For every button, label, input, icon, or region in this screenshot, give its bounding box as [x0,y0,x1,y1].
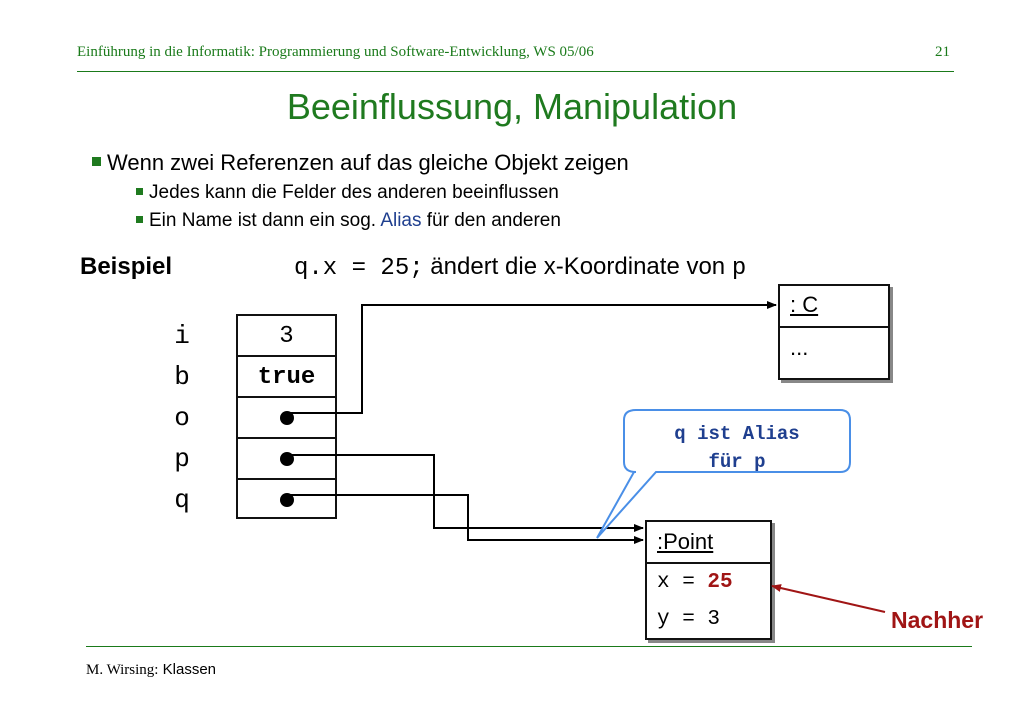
footer-author: M. Wirsing: [86,662,159,678]
object-point-header: :Point [657,529,714,554]
object-point: :Point x = 25 y = 3 [645,520,772,640]
var-cell-q [236,478,337,520]
var-name-q: q [174,485,190,515]
annotation-arrow [771,584,886,613]
annotation-label: Nachher [891,607,984,633]
header-course: Einführung in die Informatik: Programmie… [77,44,594,60]
var-cell-i: 3 [236,314,337,356]
variable-table [236,314,337,519]
bullet-square-icon [136,216,143,223]
bullet-main: Wenn zwei Referenzen auf das gleiche Obj… [92,150,629,176]
arrow-q-to-point [287,494,644,544]
alias-term: Alias [380,210,422,231]
example-text: ändert die x-Koordinate von [430,253,726,280]
reference-dot-icon [279,411,294,425]
var-name-b: b [174,362,190,392]
arrow-o-to-c [287,301,777,414]
example-code: q.x = 25; [294,255,424,282]
footer: M. Wirsing: Klassen [86,661,216,679]
object-point-y: y = 3 [657,608,721,631]
var-name-i: i [174,321,190,351]
reference-dot-icon [279,493,294,507]
bullet-square-icon [92,157,101,166]
var-cell-o [236,396,337,438]
bullet-square-icon [136,188,143,195]
object-point-x: x = 25 [657,571,733,594]
bullet-sub-1: Jedes kann die Felder des anderen beeinf… [136,182,559,204]
footer-topic: Klassen [162,661,217,678]
example-label: Beispiel [80,253,173,280]
object-c: : C ... [778,284,890,380]
arrow-p-to-point [287,454,644,532]
example-statement: q.x = 25; ändert die x-Koordinate von p [294,253,746,282]
callout-text: q ist Alias für p [674,423,800,473]
var-name-o: o [174,403,190,433]
callout-bubble [596,409,851,539]
header-rule [77,71,954,72]
object-c-header: : C [790,292,819,317]
var-name-p: p [174,444,190,474]
bullet-sub-2: Ein Name ist dann ein sog. Alias für den… [136,210,561,232]
var-cell-b: true [236,355,337,397]
page-number: 21 [935,44,950,60]
slide-title: Beeinflussung, Manipulation [286,86,738,127]
x-value: 25 [707,571,733,594]
example-code-var: p [731,255,747,282]
object-c-body: ... [790,335,809,360]
footer-rule [86,646,972,647]
